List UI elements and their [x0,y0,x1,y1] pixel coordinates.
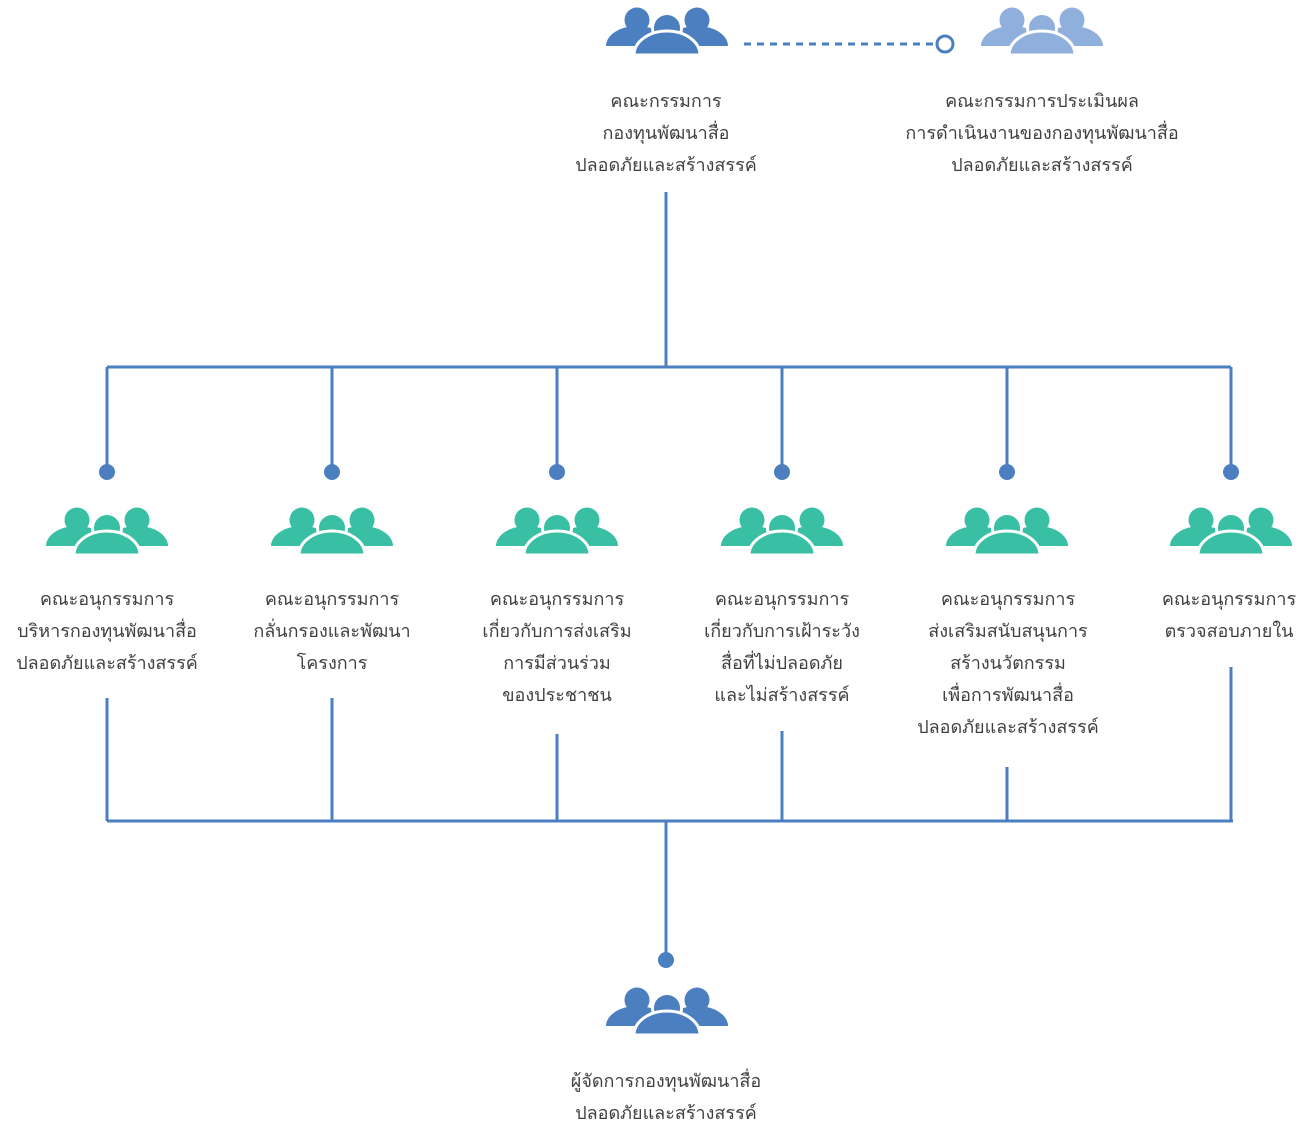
evaluation-label-line: คณะกรรมการประเมินผล [945,91,1139,112]
connector-lines [105,42,1233,960]
subcommittee-2-icon [269,506,395,557]
board-label-line: ปลอดภัยและสร้างสรรค์ [575,155,757,176]
connector-dots [99,34,1239,968]
evaluation-label-line: ปลอดภัยและสร้างสรรค์ [951,155,1133,176]
connector-dot [999,464,1015,480]
subcommittee-1-icon [44,506,170,557]
connector-dot [658,952,674,968]
subcommittee-3-icon [494,506,620,557]
manager-label-line: ปลอดภัยและสร้างสรรค์ [575,1103,757,1124]
subcommittee-label-line: ส่งเสริมสนับสนุนการ [928,621,1088,642]
subcommittee-label-line: คณะอนุกรรมการ [940,589,1076,610]
board-label-line: คณะกรรมการ [610,91,722,112]
subcommittee-label-line: ปลอดภัยและสร้างสรรค์ [16,653,198,674]
connector-dot [324,464,340,480]
subcommittee-label-line: คณะอนุกรรมการ [264,589,400,610]
subcommittee-5-label: คณะอนุกรรมการ ส่งเสริมสนับสนุนการ สร้างน… [898,584,1118,744]
board-label-line: กองทุนพัฒนาสื่อ [602,123,730,144]
subcommittee-label-line: สร้างนวัตกรรม [950,653,1066,674]
subcommittee-icons [44,506,1294,557]
subcommittee-label-line: การมีส่วนร่วม [503,653,611,674]
subcommittee-label-line: สื่อที่ไม่ปลอดภัย [721,653,843,674]
subcommittee-label-line: ของประชาชน [502,685,612,706]
connector-dot [1223,464,1239,480]
subcommittee-4-icon [719,506,845,557]
subcommittee-label-line: คณะอนุกรรมการ [489,589,625,610]
manager-label: ผู้จัดการกองทุนพัฒนาสื่อ ปลอดภัยและสร้าง… [526,1066,806,1130]
subcommittee-5-icon [944,506,1070,557]
subcommittee-6-icon [1168,506,1294,557]
manager-icon [604,986,730,1037]
subcommittee-label-line: คณะอนุกรรมการ [1161,589,1297,610]
board-icon [604,6,730,57]
open-connector-dot [935,34,955,54]
manager-label-line: ผู้จัดการกองทุนพัฒนาสื่อ [570,1071,762,1092]
subcommittee-label-line: และไม่สร้างสรรค์ [714,685,850,706]
connector-dot [774,464,790,480]
subcommittee-label-line: กลั่นกรองและพัฒนา [253,621,411,642]
subcommittee-label-line: เพื่อการพัฒนาสื่อ [942,685,1074,706]
evaluation-committee-icon [979,6,1105,57]
subcommittee-label-line: คณะอนุกรรมการ [39,589,175,610]
evaluation-committee-label: คณะกรรมการประเมินผล การดำเนินงานของกองทุ… [882,86,1202,182]
subcommittee-label-line: เกี่ยวกับการส่งเสริม [482,621,632,642]
subcommittee-1-label: คณะอนุกรรมการ บริหารกองทุนพัฒนาสื่อ ปลอด… [2,584,212,680]
subcommittee-2-label: คณะอนุกรรมการ กลั่นกรองและพัฒนา โครงการ [227,584,437,680]
connector-dot [99,464,115,480]
subcommittee-3-label: คณะอนุกรรมการ เกี่ยวกับการส่งเสริม การมี… [452,584,662,712]
connector-dot [549,464,565,480]
subcommittee-4-label: คณะอนุกรรมการ เกี่ยวกับการเฝ้าระวัง สื่อ… [677,584,887,712]
subcommittee-label-line: โครงการ [296,653,368,674]
subcommittee-label-line: ปลอดภัยและสร้างสรรค์ [917,717,1099,738]
evaluation-label-line: การดำเนินงานของกองทุนพัฒนาสื่อ [905,123,1179,144]
subcommittee-label-line: บริหารกองทุนพัฒนาสื่อ [17,621,197,642]
subcommittee-label-line: เกี่ยวกับการเฝ้าระวัง [704,621,860,642]
subcommittee-label-line: คณะอนุกรรมการ [714,589,850,610]
board-label: คณะกรรมการ กองทุนพัฒนาสื่อ ปลอดภัยและสร้… [546,86,786,182]
subcommittee-6-label: คณะอนุกรรมการ ตรวจสอบภายใน [1144,584,1314,648]
subcommittee-label-line: ตรวจสอบภายใน [1164,621,1294,642]
